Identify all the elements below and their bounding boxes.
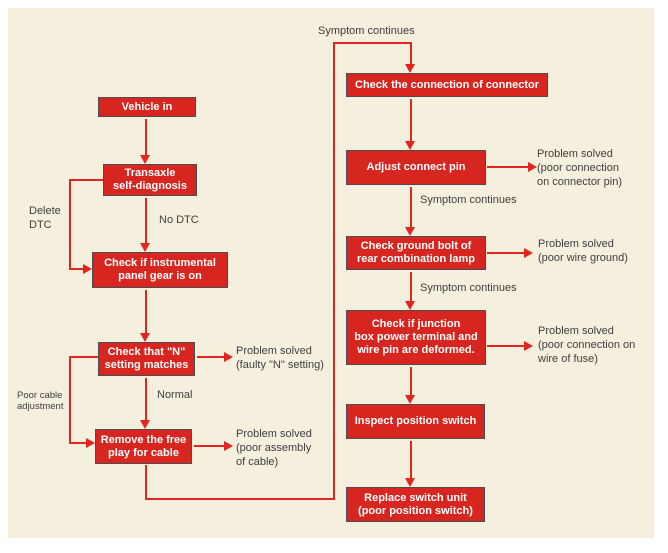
label-problem-solved-faulty-n: Problem solved (faulty "N" setting)	[236, 345, 324, 371]
flow-line	[69, 179, 103, 181]
node-label: Vehicle in	[121, 100, 173, 113]
node-label: Remove the free	[100, 433, 187, 446]
flow-line	[410, 187, 412, 227]
node-replace-switch-unit: Replace switch unit (poor position switc…	[346, 487, 485, 522]
arrowhead-down	[140, 243, 150, 252]
node-label: Transaxle	[124, 167, 176, 179]
label-problem-solved-wire-ground: Problem solved (poor wire ground)	[538, 238, 628, 264]
node-vehicle-in: Vehicle in	[98, 97, 196, 117]
node-label: self-diagnosis	[113, 180, 187, 192]
label-symptom-continues-top: Symptom continues	[318, 25, 415, 37]
node-adjust-connect-pin: Adjust connect pin	[346, 150, 486, 185]
flow-line	[69, 442, 86, 444]
label-poor-cable-adjustment: Poor cable adjustment	[17, 390, 64, 412]
arrowhead-down	[140, 333, 150, 342]
node-label: panel gear is on	[118, 270, 202, 282]
flow-line	[69, 356, 71, 444]
node-check-junction-box: Check if junction box power terminal and…	[346, 310, 486, 365]
node-label: play for cable	[108, 446, 179, 459]
node-label: (poor position switch)	[358, 504, 473, 517]
node-label: Check if instrumental	[104, 257, 216, 269]
flow-line	[410, 367, 412, 395]
arrowhead-down	[140, 155, 150, 164]
flow-line	[145, 290, 147, 333]
arrowhead-down	[405, 141, 415, 150]
node-label: Replace switch unit	[364, 491, 467, 504]
label-symptom-continues-1: Symptom continues	[420, 194, 517, 206]
flow-line	[145, 198, 147, 243]
flow-line	[69, 268, 83, 270]
flow-line	[487, 166, 528, 168]
node-label: Check if junction	[371, 318, 461, 330]
arrowhead-down	[405, 478, 415, 487]
arrowhead-right	[83, 264, 92, 274]
flow-line	[333, 42, 411, 44]
arrowhead-right	[524, 248, 533, 258]
node-check-connector: Check the connection of connector	[346, 73, 548, 97]
arrowhead-down	[405, 64, 415, 73]
flow-line	[487, 345, 524, 347]
arrowhead-down	[140, 420, 150, 429]
flow-line	[333, 42, 335, 500]
node-label: Check ground bolt of	[360, 240, 472, 252]
arrowhead-down	[405, 301, 415, 310]
flow-line	[410, 272, 412, 301]
node-label: wire pin are deformed.	[357, 344, 475, 356]
flow-line	[487, 252, 524, 254]
arrowhead-right	[524, 341, 533, 351]
label-problem-solved-fuse: Problem solved (poor connection on wire …	[538, 325, 636, 365]
label-symptom-continues-2: Symptom continues	[420, 282, 517, 294]
flow-line	[410, 42, 412, 64]
arrowhead-down	[405, 227, 415, 236]
node-label: rear combination lamp	[357, 253, 475, 265]
label-delete-dtc: Delete DTC	[29, 205, 61, 231]
node-label: setting matches	[104, 359, 189, 371]
flow-line	[410, 441, 412, 478]
arrowhead-right	[224, 352, 233, 362]
node-remove-free-play: Remove the free play for cable	[95, 429, 192, 464]
node-check-instrument-panel: Check if instrumental panel gear is on	[92, 252, 228, 288]
node-check-n-setting: Check that "N" setting matches	[98, 342, 195, 376]
label-problem-solved-connector-pin: Problem solved (poor connection on conne…	[537, 148, 622, 188]
flow-line	[145, 498, 335, 500]
arrowhead-right	[224, 441, 233, 451]
arrowhead-down	[405, 395, 415, 404]
node-inspect-position-switch: Inspect position switch	[346, 404, 485, 439]
node-label: box power terminal and	[354, 331, 478, 343]
arrowhead-right	[528, 162, 537, 172]
label-no-dtc: No DTC	[159, 214, 199, 226]
node-label: Check that "N"	[107, 346, 186, 358]
node-transaxle-self-diagnosis: Transaxle self-diagnosis	[103, 164, 197, 196]
arrowhead-right	[86, 438, 95, 448]
flow-line	[69, 179, 71, 270]
node-label: Adjust connect pin	[366, 161, 466, 173]
flow-line	[410, 99, 412, 141]
label-problem-solved-assembly: Problem solved (poor assembly of cable)	[236, 428, 312, 468]
flow-line	[194, 445, 224, 447]
node-label: Check the connection of connector	[355, 78, 539, 91]
flow-line	[197, 356, 224, 358]
node-check-ground-bolt: Check ground bolt of rear combination la…	[346, 236, 486, 270]
node-label: Inspect position switch	[354, 415, 477, 427]
flow-line	[145, 119, 147, 155]
flow-line	[69, 356, 98, 358]
flow-line	[145, 465, 147, 500]
label-normal: Normal	[157, 389, 193, 401]
flow-line	[145, 378, 147, 420]
